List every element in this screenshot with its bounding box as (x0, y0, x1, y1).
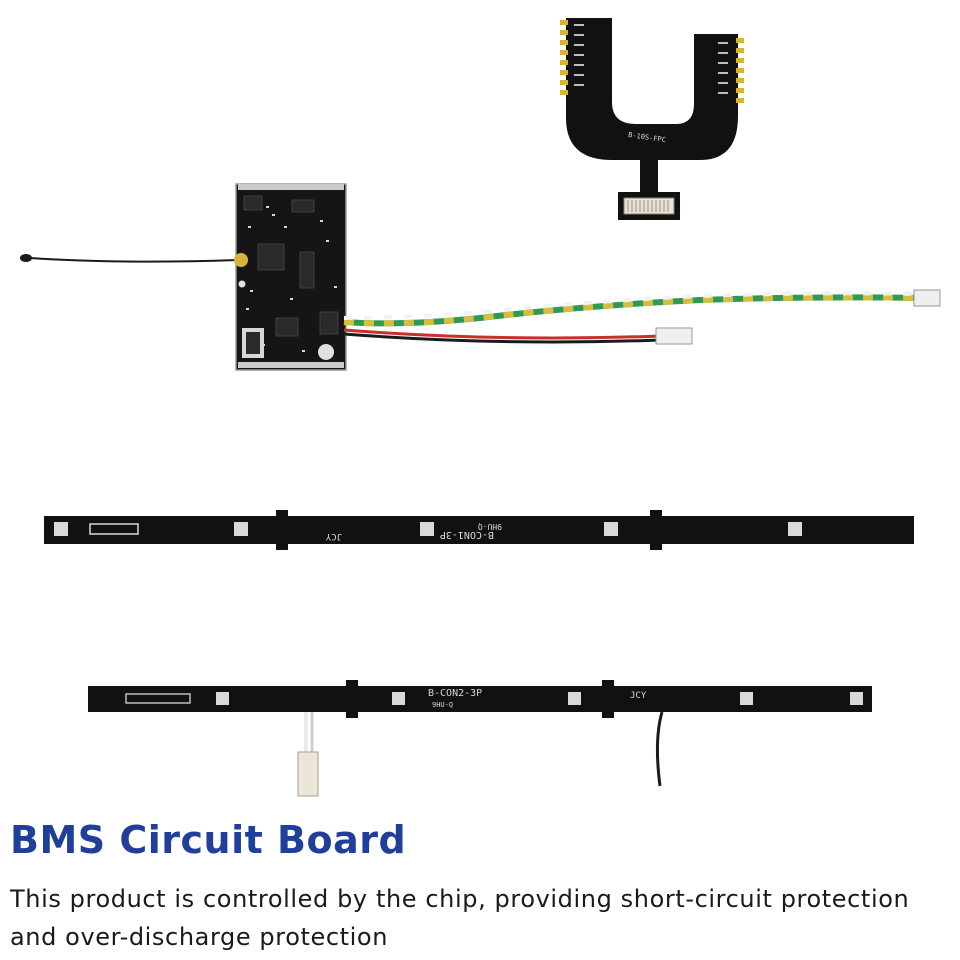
balance-strip-1: B-CON1-3P 9HU-Q JCY (44, 510, 914, 550)
strip1-label: B-CON1-3P (440, 529, 494, 540)
bms-main-board (20, 183, 941, 371)
strip1-code: 9HU-Q (478, 522, 502, 531)
strip2-maker: JCY (630, 691, 647, 701)
fpc-flex-cable: B-10S-FPC (560, 18, 744, 220)
balance-strip-2: B-CON2-3P 9HU-Q JCY (88, 680, 872, 797)
product-description: This product is controlled by the chip, … (10, 885, 910, 951)
product-photo: B-10S-FPC (20, 18, 941, 797)
page-title: BMS Circuit Board (10, 818, 407, 862)
strip2-label: B-CON2-3P (428, 688, 482, 699)
strip2-code: 9HU-Q (432, 701, 453, 709)
strip1-maker: JCY (325, 531, 342, 541)
